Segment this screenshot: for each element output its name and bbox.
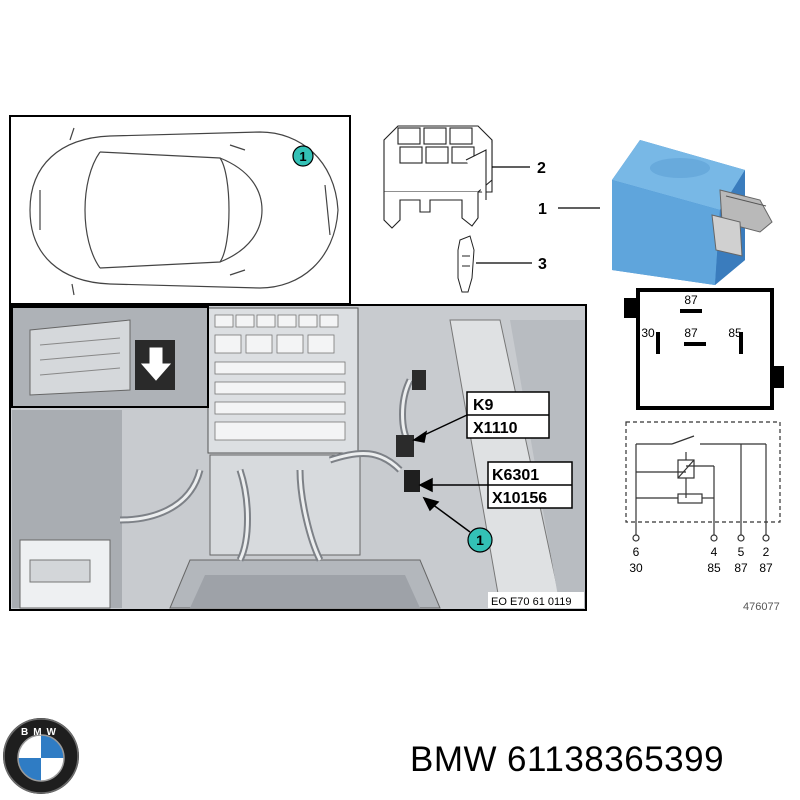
diagram-id: 476077 xyxy=(743,601,780,613)
schematic-pin-term-3: 87 xyxy=(734,561,748,575)
schematic-pin-num-2: 4 xyxy=(711,545,718,559)
label-k9: K9 xyxy=(473,397,494,414)
car-marker-number: 1 xyxy=(299,149,306,164)
schematic-pin-term-4: 87 xyxy=(759,561,773,575)
schematic-pin-num-3: 5 xyxy=(738,545,745,559)
label-x10156: X10156 xyxy=(492,490,547,507)
label-k6301: K6301 xyxy=(492,467,539,484)
pinout-diagram: 87 30 87 85 xyxy=(624,288,784,410)
pinout-label-top: 87 xyxy=(684,293,698,307)
photo-marker-callout: 1 xyxy=(467,527,493,553)
bmw-logo-lettering: BMW xyxy=(21,727,61,738)
label-box-k9: K9 X1110 xyxy=(466,391,550,439)
pinout-label-center: 87 xyxy=(684,326,698,340)
car-marker-callout: 1 xyxy=(292,145,314,167)
schematic-dashed-border xyxy=(625,421,781,523)
part-callout-1: 1 xyxy=(538,201,547,218)
schematic-pin-num-4: 2 xyxy=(763,545,770,559)
schematic-pin-labels: 6 30 4 85 5 87 2 87 xyxy=(629,545,773,575)
terminal-pin-drawing xyxy=(457,235,475,293)
label-box-k6301: K6301 X10156 xyxy=(487,461,573,509)
schematic-pin-num-1: 6 xyxy=(633,545,640,559)
pinout-label-right: 85 xyxy=(728,326,742,340)
inset-photo xyxy=(11,306,209,408)
relay-schematic xyxy=(625,421,781,542)
pointer-arrows xyxy=(412,414,488,533)
photo-marker-number: 1 xyxy=(476,532,484,548)
car-outline xyxy=(29,127,339,296)
pinout-label-left: 30 xyxy=(641,326,655,340)
relay-photo xyxy=(612,140,773,285)
installation-photo: K9 X1110 K6301 X10156 1 EO E70 61 0119 xyxy=(9,304,587,611)
car-location-panel: 1 xyxy=(9,115,351,305)
bmw-logo: BMW xyxy=(3,718,79,794)
part-callout-3: 3 xyxy=(538,256,547,273)
part-number: 61138365399 xyxy=(507,740,725,779)
brand-name: BMW xyxy=(410,740,498,779)
label-x1110: X1110 xyxy=(473,420,518,437)
photo-code: EO E70 61 0119 xyxy=(491,596,572,608)
inset-down-arrow-icon xyxy=(140,347,172,381)
schematic-pin-term-2: 85 xyxy=(707,561,721,575)
connector-housing-drawing xyxy=(383,125,493,229)
schematic-pin-term-1: 30 xyxy=(629,561,643,575)
part-callout-2: 2 xyxy=(537,160,546,177)
